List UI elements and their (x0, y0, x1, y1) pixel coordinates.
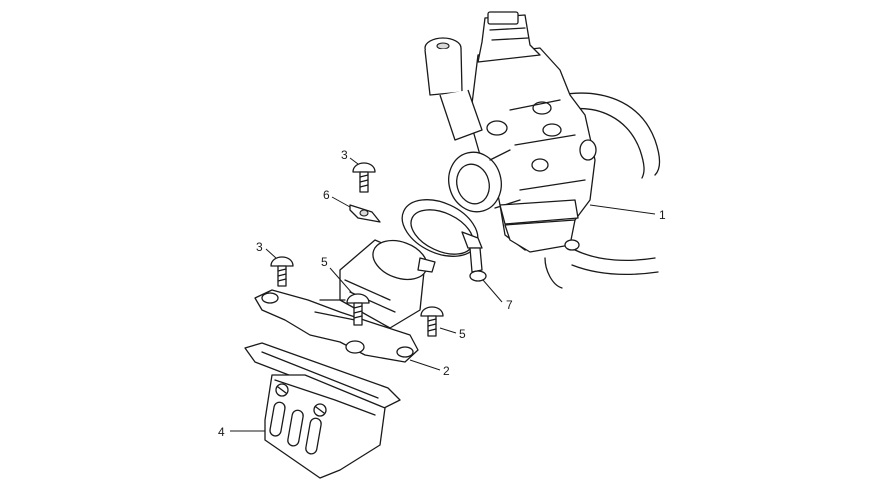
callout-4: 4 (218, 425, 225, 439)
screw-left-part (270, 256, 294, 287)
callout-5-right: 5 (459, 327, 466, 341)
callout-1: 1 (659, 208, 666, 222)
reed-valve-part (244, 342, 401, 479)
bracket-part (349, 204, 381, 223)
callout-5-center: 5 (321, 255, 328, 269)
carburetor-part (424, 11, 661, 289)
callout-2: 2 (443, 364, 450, 378)
intake-manifold-part (254, 239, 436, 363)
screw-center-part (346, 293, 370, 326)
callout-3-left: 3 (256, 240, 263, 254)
callout-3-upper: 3 (341, 148, 348, 162)
callout-6: 6 (323, 188, 330, 202)
screw-upper-part (352, 162, 376, 193)
hose-clamp-part (401, 199, 487, 282)
callout-7: 7 (506, 298, 513, 312)
screw-right-part (420, 306, 444, 337)
